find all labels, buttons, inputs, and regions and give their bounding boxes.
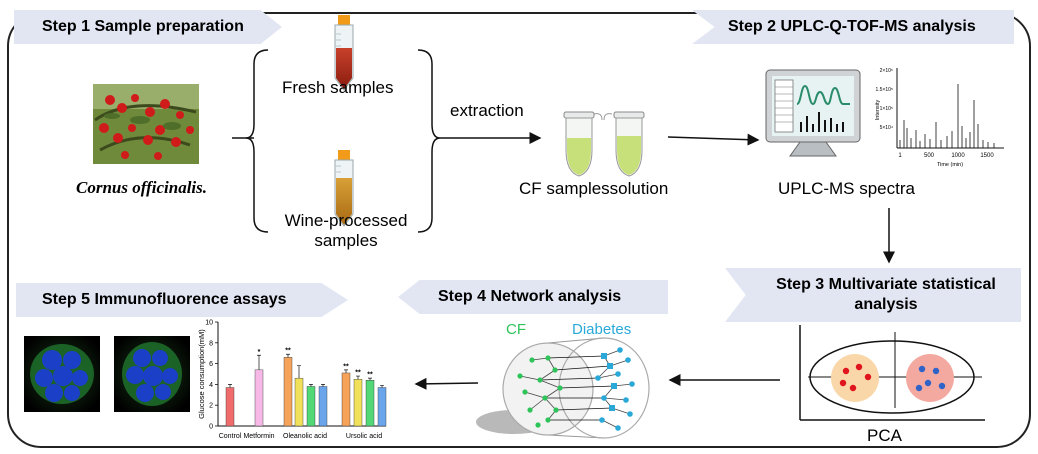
chart-bar <box>294 377 304 427</box>
extraction-label: extraction <box>450 101 524 120</box>
cornus-photo <box>93 84 199 164</box>
chart-ytick-label: 6 <box>209 361 213 368</box>
network-diagram <box>476 337 650 439</box>
step3-banner: Step 3 Multivariate statistical analysis <box>725 268 1021 322</box>
workflow-frame <box>7 12 1031 448</box>
arrow-to-ms <box>667 133 760 146</box>
ms-ytick-4: 2×10⁵ <box>880 68 893 74</box>
chart-error-bar <box>257 354 261 370</box>
species-label: Cornus officinalis. <box>76 178 208 197</box>
wine-samples-label: Wine-processed samples <box>276 211 416 251</box>
chart-group-label: Ursolic acid <box>346 433 382 440</box>
chart-group-label: Oleanolic acid <box>283 433 327 440</box>
chart-error-bar <box>286 353 290 358</box>
chart-significance-label: ** <box>367 372 373 379</box>
chart-error-bar <box>344 369 348 373</box>
step5-title: Step 5 Immunofluorence assays <box>42 291 287 308</box>
cf-solution-label: CF samplessolution <box>519 179 669 198</box>
glucose-bar-chart: Glucose consumption(mM) 0246810*********… <box>197 320 387 440</box>
wine-samples-line1: Wine-processed <box>284 211 408 230</box>
wine-samples-line2: samples <box>314 231 378 250</box>
cf-sample-tubes <box>563 111 645 177</box>
chart-group-label: Metformin <box>243 433 274 440</box>
diabetes-network-label: Diabetes <box>572 321 632 338</box>
chart-bar <box>306 386 316 427</box>
ms-ytick-3: 1.5×10⁵ <box>875 87 893 93</box>
fresh-samples-label: Fresh samples <box>282 78 394 97</box>
chart-bar <box>341 372 351 427</box>
chart-significance-label: ** <box>285 348 291 355</box>
chart-significance-label: ** <box>343 363 349 370</box>
chart-error-bar <box>356 375 360 380</box>
chart-significance-label: ** <box>355 370 361 377</box>
step3-title-line1: Step 3 Multivariate statistical <box>776 276 996 293</box>
chart-ytick-label: 4 <box>209 382 213 389</box>
step1-title: Step 1 Sample preparation <box>42 18 244 35</box>
step1-banner: Step 1 Sample preparation <box>14 10 282 44</box>
chart-ytick-label: 8 <box>209 340 213 347</box>
step2-banner: Step 2 UPLC-Q-TOF-MS analysis <box>692 10 1014 44</box>
cell-image-1 <box>24 336 100 412</box>
chart-group-label: Control <box>219 433 242 440</box>
chart-ytick-label: 2 <box>209 403 213 410</box>
chart-error-bar <box>380 385 384 388</box>
cf-network-label: CF <box>506 321 526 338</box>
chart-significance-label: * <box>258 349 261 356</box>
chart-ytick-label: 0 <box>209 424 213 431</box>
step3-title-line2: analysis <box>854 296 918 313</box>
ms-xtick-3: 1000 <box>951 153 965 159</box>
chart-ylabel: Glucose consumption(mM) <box>197 329 206 419</box>
fresh-sample-tube <box>334 15 354 91</box>
chart-bar <box>254 369 264 427</box>
ms-xtick-1: 1 <box>898 153 902 159</box>
ms-monitor <box>765 69 861 157</box>
chart-bar <box>365 380 375 427</box>
ms-ytick-2: 1×10⁵ <box>880 106 893 112</box>
sample-bracket <box>232 49 542 233</box>
spectra-label: UPLC-MS spectra <box>778 179 915 198</box>
ms-xtick-2: 500 <box>924 153 935 159</box>
step4-banner: Step 4 Network analysis <box>398 280 668 314</box>
chart-bar <box>353 379 363 427</box>
chart-bar <box>318 386 328 427</box>
step4-title: Step 4 Network analysis <box>438 288 622 305</box>
ms-xlabel: Time (min) <box>937 162 963 168</box>
ms-ylabel: Intensity <box>875 100 881 121</box>
chart-ytick-label: 10 <box>205 320 213 327</box>
pca-plot <box>799 325 985 421</box>
ms-spectrum-chart: 2×10⁵ 1.5×10⁵ 1×10⁵ 5×10⁴ 1 500 1000 150… <box>875 68 1004 168</box>
chart-bar <box>377 387 387 427</box>
arrow-to-step5 <box>414 377 479 390</box>
step2-title: Step 2 UPLC-Q-TOF-MS analysis <box>728 18 976 35</box>
chart-bar <box>225 387 235 427</box>
wine-sample-tube <box>334 150 354 227</box>
chart-error-bar <box>368 377 372 381</box>
cell-image-2 <box>114 336 190 412</box>
ms-ytick-1: 5×10⁴ <box>880 125 893 131</box>
chart-error-bar <box>228 384 232 388</box>
chart-error-bar <box>297 365 301 379</box>
ms-xtick-4: 1500 <box>980 153 994 159</box>
step5-banner: Step 5 Immunofluorence assays <box>16 283 348 317</box>
chart-error-bar <box>309 384 313 387</box>
chart-error-bar <box>321 384 325 387</box>
pca-label: PCA <box>867 426 902 445</box>
chart-bar <box>283 357 293 427</box>
